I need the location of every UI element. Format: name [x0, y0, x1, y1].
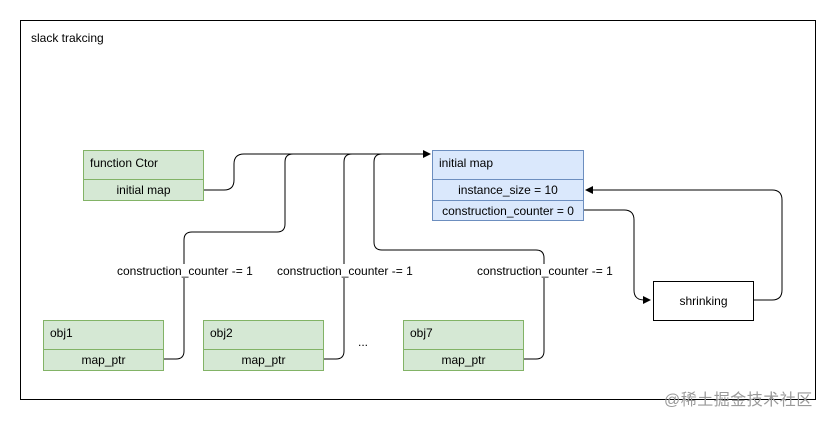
obj7-field: map_ptr	[404, 349, 523, 371]
edge-obj1-to-map	[164, 153, 430, 360]
initial-map-title: initial map	[439, 156, 494, 170]
obj1-box: obj1 map_ptr	[43, 320, 164, 371]
edge-obj7-to-map	[373, 153, 545, 360]
edge-obj2-to-map	[324, 153, 430, 360]
function-ctor-field: initial map	[84, 179, 203, 201]
frame-title: slack trakcing	[31, 31, 104, 45]
instance-size-field: instance_size = 10	[433, 179, 583, 200]
obj7-title: obj7	[410, 326, 433, 340]
initial-map-box: initial map instance_size = 10 construct…	[432, 150, 584, 221]
obj2-field: map_ptr	[204, 349, 323, 371]
function-ctor-title: function Ctor	[90, 156, 159, 170]
obj2-title: obj2	[210, 326, 233, 340]
function-ctor-box: function Ctor initial map	[83, 150, 204, 201]
edge-ctor-to-map	[204, 150, 431, 191]
construction-counter-field: construction_counter = 0	[433, 200, 583, 221]
obj1-title: obj1	[50, 326, 73, 340]
edge-shrinking-to-instance-size	[585, 186, 783, 301]
watermark: @稀土掘金技术社区	[664, 392, 813, 409]
shrinking-label: shrinking	[679, 294, 728, 308]
edge-label-obj1: construction_counter -= 1	[115, 264, 255, 278]
shrinking-box: shrinking	[653, 281, 754, 321]
edge-label-obj7: construction_counter -= 1	[475, 264, 615, 278]
diagram-frame	[20, 20, 816, 400]
obj2-box: obj2 map_ptr	[203, 320, 324, 371]
ellipsis: ...	[358, 335, 369, 349]
obj7-box: obj7 map_ptr	[403, 320, 524, 371]
obj1-field: map_ptr	[44, 349, 163, 371]
edge-label-obj2: construction_counter -= 1	[275, 264, 415, 278]
edge-counter-to-shrinking	[584, 209, 651, 304]
